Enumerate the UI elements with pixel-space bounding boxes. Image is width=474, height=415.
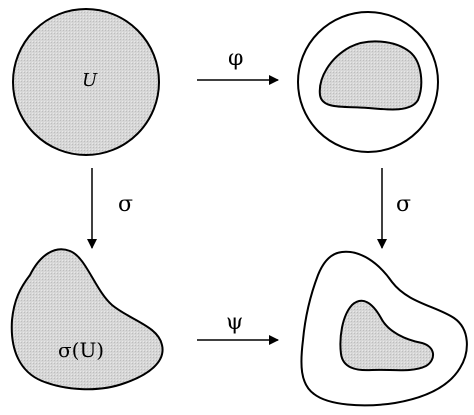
label-sigma-left: σ <box>118 192 134 217</box>
inner-blob-phi <box>318 40 423 111</box>
blob-sigma-u <box>10 248 164 391</box>
label-sigma-u: σ(U) <box>58 338 105 362</box>
inner-blob-psi <box>339 299 434 372</box>
label-sigma-right: σ <box>396 192 412 217</box>
label-u: U <box>82 70 98 91</box>
label-psi: ψ <box>226 310 244 335</box>
domain-disc-u <box>12 8 160 156</box>
label-phi: φ <box>228 46 244 71</box>
